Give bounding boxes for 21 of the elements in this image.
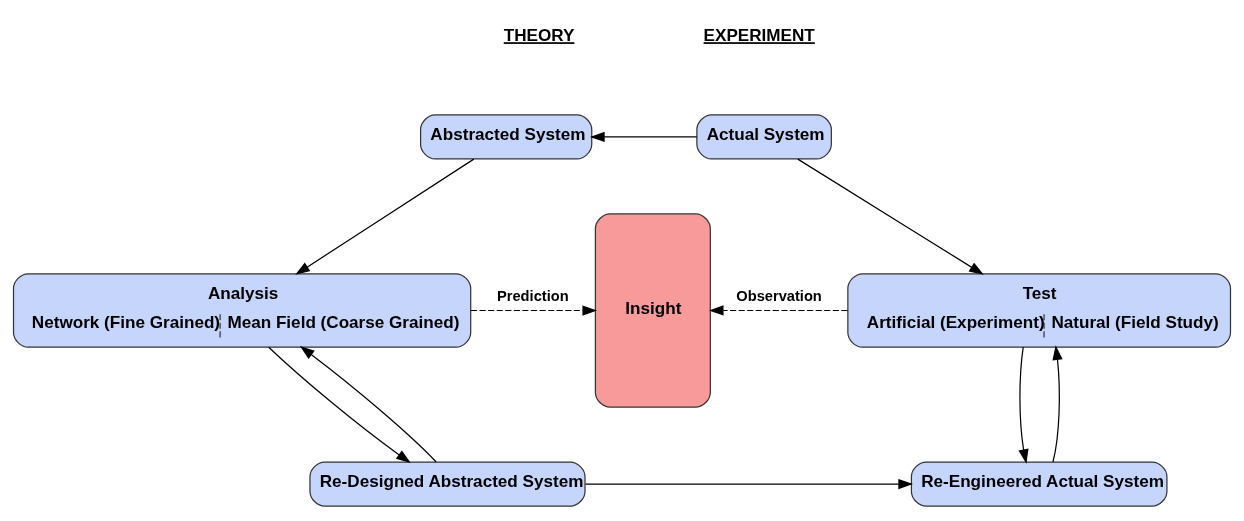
arrow [1052, 344, 1063, 463]
arrow [295, 158, 475, 275]
edge-label: Prediction [497, 287, 569, 304]
arrow [299, 345, 437, 463]
arrow [589, 131, 698, 142]
node-box: Re-Designed Abstracted System [309, 461, 586, 507]
arrow [708, 304, 849, 316]
node-box: Test Artificial (Experiment) Natural (Field Study) [847, 272, 1232, 348]
label: EXPERIMENT [703, 25, 815, 45]
edge-label: Observation [736, 287, 822, 304]
arrow [797, 158, 984, 275]
node-box: Insight [594, 212, 711, 408]
arrow [268, 346, 411, 463]
node-box: Abstracted System [419, 113, 593, 160]
node-box: Re-Engineered Actual System [910, 461, 1168, 507]
label: THEORY [503, 25, 575, 45]
arrow [1018, 346, 1029, 464]
node-box: Actual System [696, 113, 832, 160]
node-box: Analysis Network (Fine Grained) Mean Field (Coarse Grained) [12, 272, 472, 348]
arrow [470, 304, 598, 316]
arrow [584, 478, 913, 489]
